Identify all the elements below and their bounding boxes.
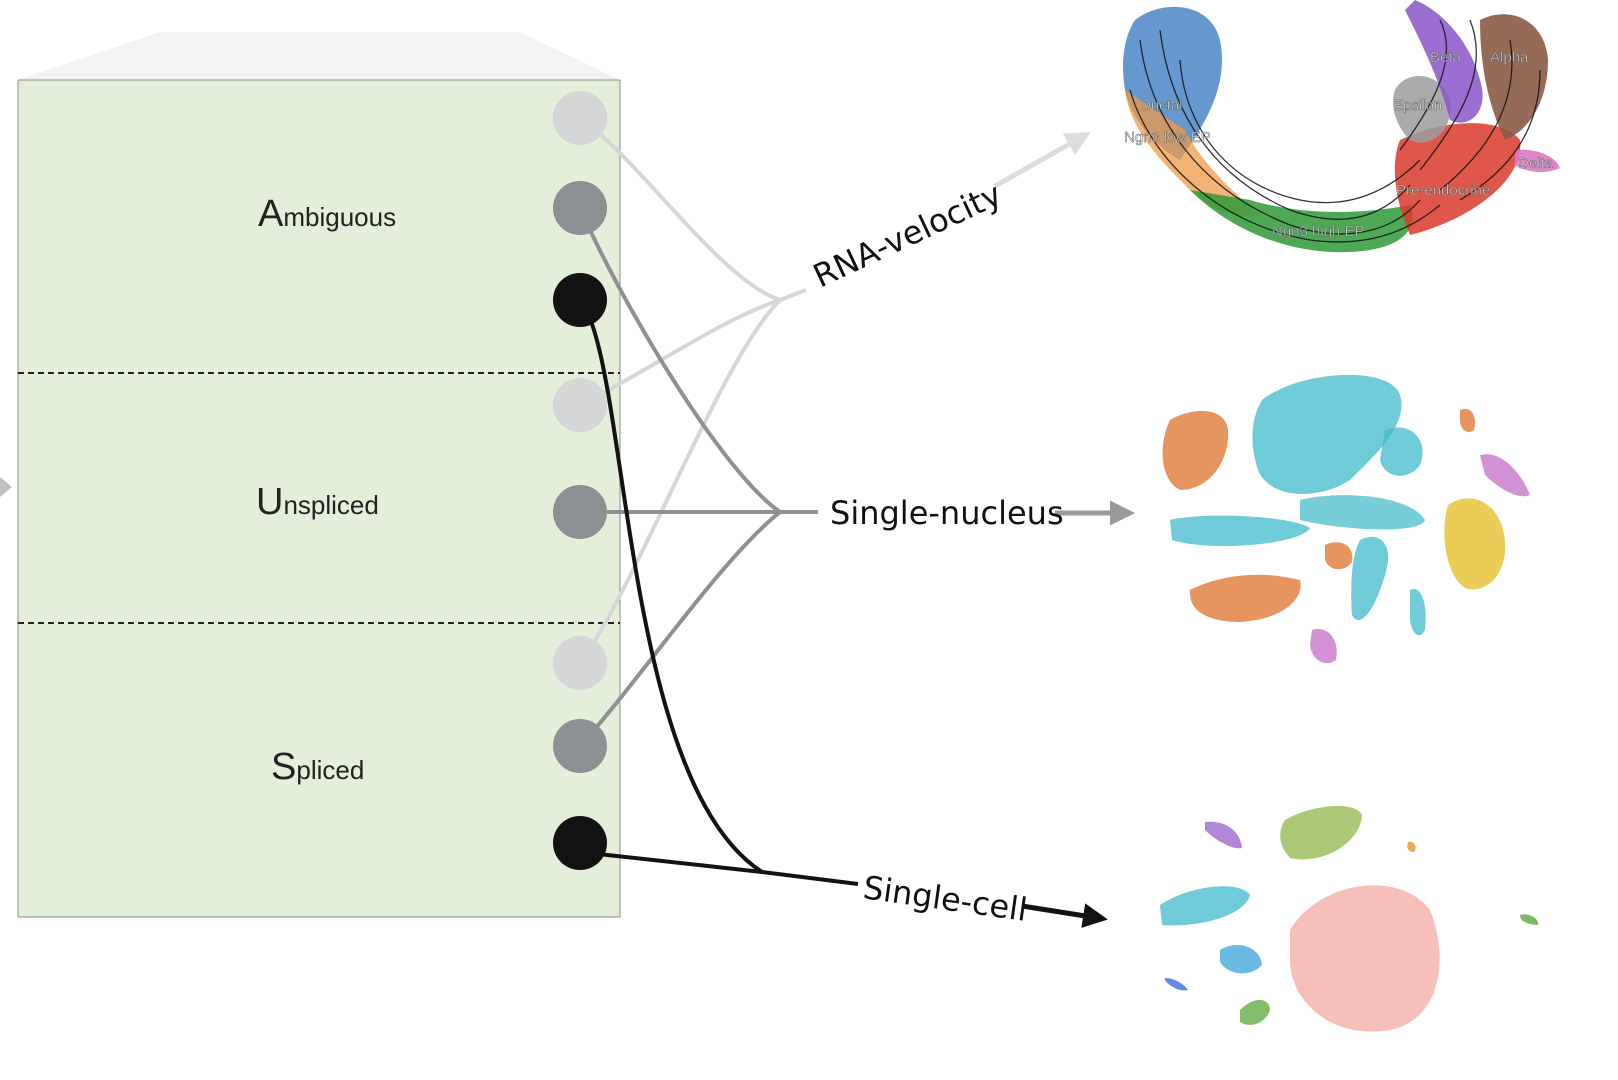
velocity-pre-endocrine-region [1394,123,1521,235]
velocity-ngn3-low-region [1125,90,1260,217]
single-cell-connectors [578,298,859,886]
velocity-beta-region [1405,0,1483,123]
ambiguous-dot-black [553,273,607,327]
count-matrix-box [17,79,621,918]
velocity-label-beta: Beta [1430,49,1462,66]
ambiguous-dot-mid [553,181,607,235]
velocity-delta-region [1515,149,1560,172]
section-label-ambiguous: Ambiguous [258,193,396,235]
velocity-label-delta: Delta [1518,155,1554,172]
velocity-label-ductal: Ductal [1140,97,1183,114]
rna-velocity-label: RNA-velocity [807,175,1007,295]
velocity-alpha-region [1480,14,1548,140]
velocity-streamlines [1129,19,1541,243]
single-nucleus-connectors [578,207,818,748]
single-cell-plot [1160,805,1539,1032]
spliced-dot-black [553,816,607,870]
rna-velocity-arrow [993,132,1091,189]
unspliced-dot-mid [553,485,607,539]
section-label-spliced: Spliced [271,746,364,788]
rna-velocity-plot: Ductal Ngn3 low EP Ngn3 high EP Pre-endo… [1123,0,1560,253]
single-nucleus-label: Single-nucleus [830,494,1064,532]
velocity-epsilon-region [1393,76,1451,143]
spliced-dot-mid [553,719,607,773]
matrix-top-face [18,32,620,80]
velocity-ngn3-high-region [1190,190,1413,253]
unspliced-dot-light [553,378,607,432]
incoming-arrowhead [0,477,12,497]
velocity-label-ngn3-low-ep: Ngn3 low EP [1124,129,1211,146]
velocity-label-ngn3-high-ep: Ngn3 high EP [1272,223,1365,240]
spliced-dot-light [553,636,607,690]
count-dots [553,91,607,870]
section-label-unspliced: Unspliced [256,481,379,523]
velocity-label-pre-endocrine: Pre-endocrine [1396,182,1490,199]
velocity-label-epsilon: Epsilon [1393,97,1442,114]
single-cell-arrow [1021,903,1108,929]
single-cell-label: Single-cell [861,868,1030,929]
velocity-label-alpha: Alpha [1490,49,1529,66]
single-nucleus-plot [1162,374,1530,664]
ambiguous-dot-light [553,91,607,145]
